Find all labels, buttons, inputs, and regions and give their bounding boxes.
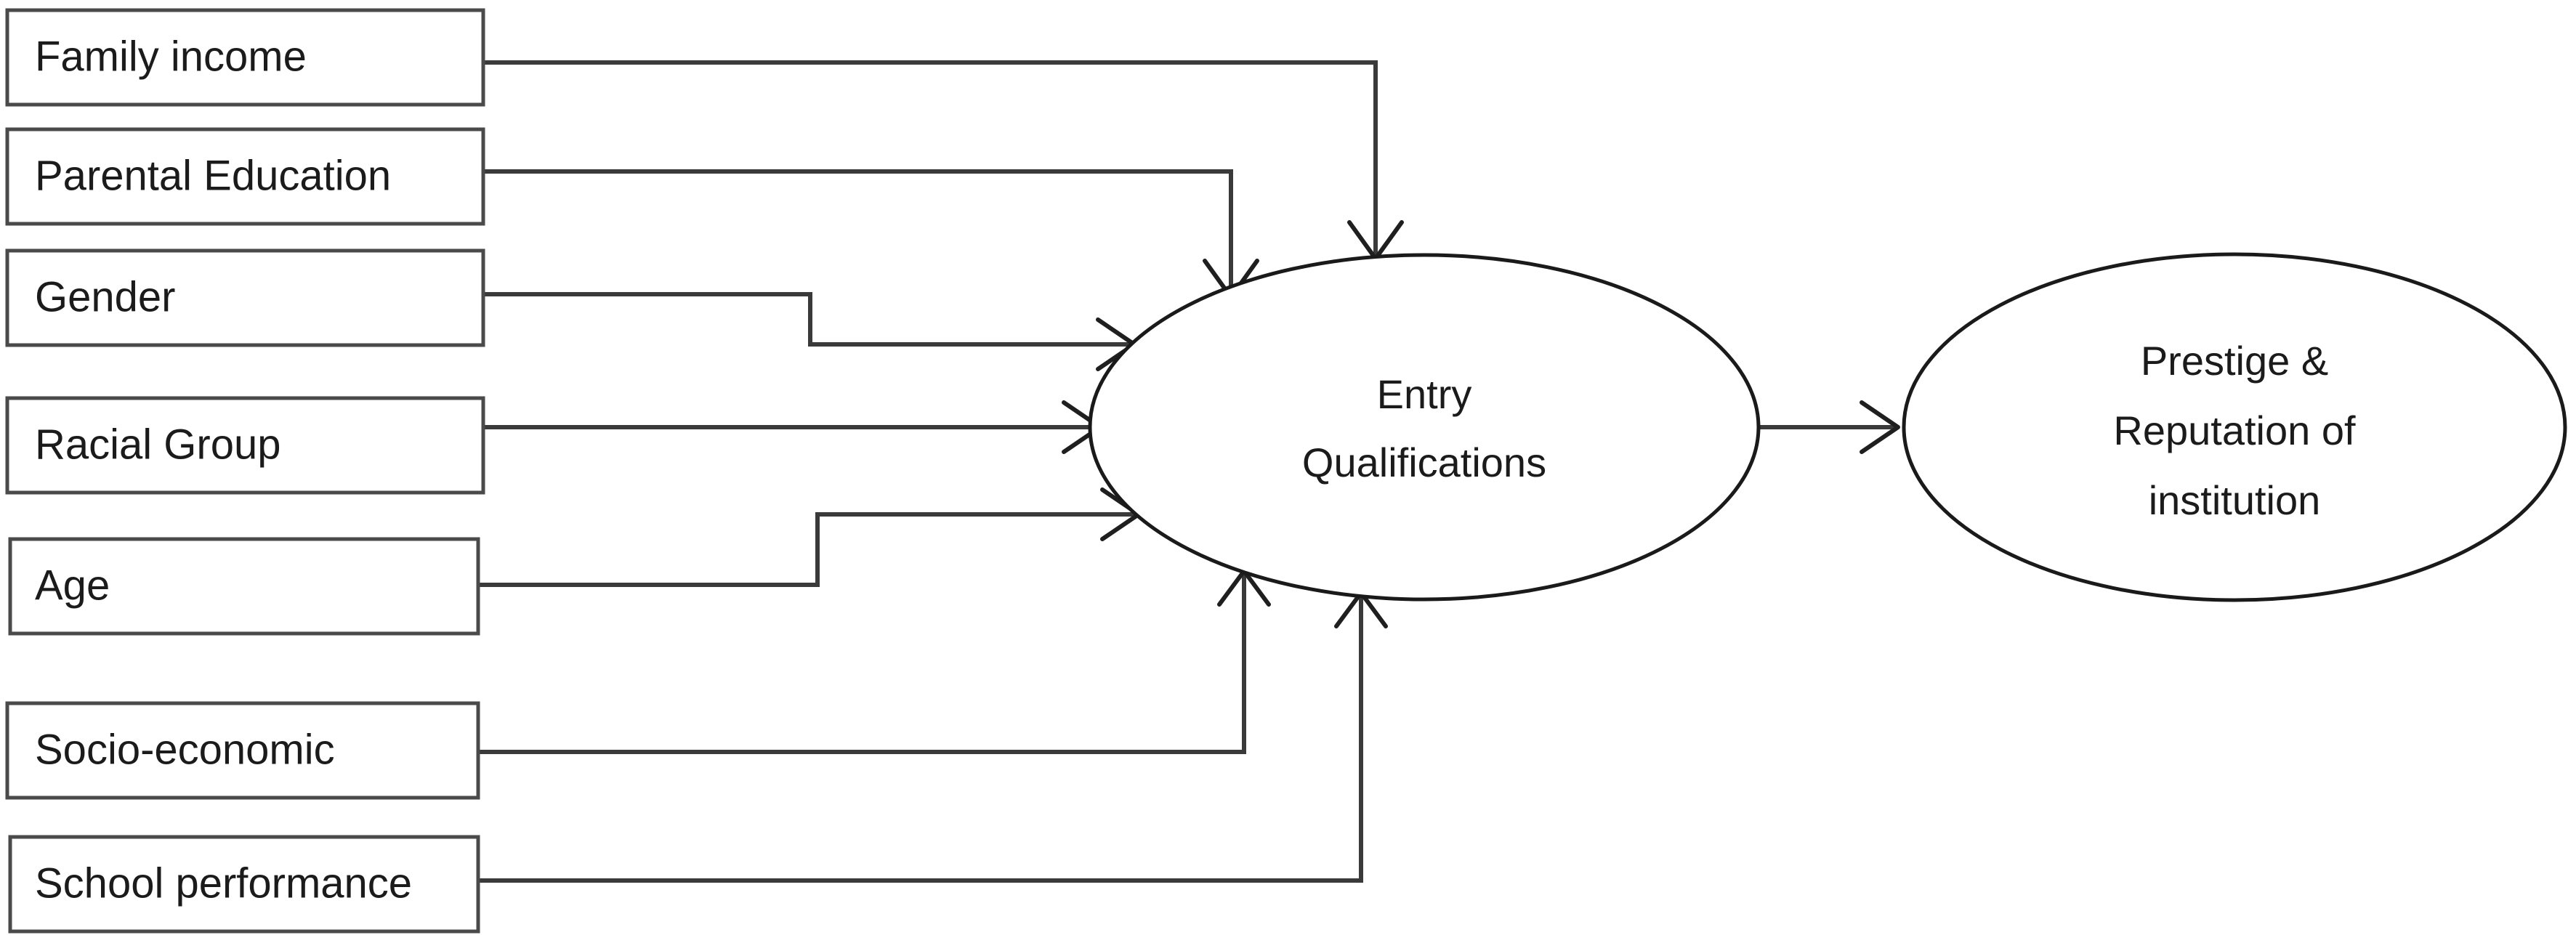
edge-age-to-entry-qualifications xyxy=(478,487,1141,587)
node-label-racial-group: Racial Group xyxy=(35,421,280,468)
node-label-entry-qualifications-line2: Qualifications xyxy=(1302,440,1546,485)
edge-racial-group-to-entry-qualifications xyxy=(483,400,1102,454)
node-racial-group[interactable]: Racial Group xyxy=(5,396,485,495)
node-label-parental-education: Parental Education xyxy=(35,152,391,199)
edge-school-performance-to-entry-qualifications xyxy=(478,591,1388,883)
node-age[interactable]: Age xyxy=(8,537,480,636)
node-label-gender: Gender xyxy=(35,273,175,320)
node-prestige-reputation[interactable]: Prestige & Reputation of institution xyxy=(1902,252,2567,602)
node-family-income[interactable]: Family income xyxy=(5,8,485,107)
edge-parental-education-to-entry-qualifications xyxy=(483,169,1259,299)
node-label-prestige-reputation-line3: institution xyxy=(2149,477,2321,523)
node-socio-economic[interactable]: Socio-economic xyxy=(5,701,480,800)
node-parental-education[interactable]: Parental Education xyxy=(5,127,485,226)
node-label-family-income: Family income xyxy=(35,33,307,80)
node-label-age: Age xyxy=(35,562,110,609)
node-label-socio-economic: Socio-economic xyxy=(35,726,335,773)
edge-socio-economic-to-entry-qualifications xyxy=(478,569,1271,754)
edge-gender-to-entry-qualifications xyxy=(483,292,1136,371)
node-label-entry-qualifications-line1: Entry xyxy=(1377,371,1472,417)
node-label-school-performance: School performance xyxy=(35,859,412,907)
node-label-prestige-reputation-line2: Reputation of xyxy=(2113,408,2356,453)
node-label-prestige-reputation-line1: Prestige & xyxy=(2141,338,2328,384)
edge-family-income-to-entry-qualifications xyxy=(483,60,1404,261)
node-entry-qualifications[interactable]: Entry Qualifications xyxy=(1088,253,1761,602)
node-gender[interactable]: Gender xyxy=(5,248,485,347)
edge-entry-qualifications-to-prestige-reputation xyxy=(1757,400,1900,454)
node-school-performance[interactable]: School performance xyxy=(8,835,480,934)
